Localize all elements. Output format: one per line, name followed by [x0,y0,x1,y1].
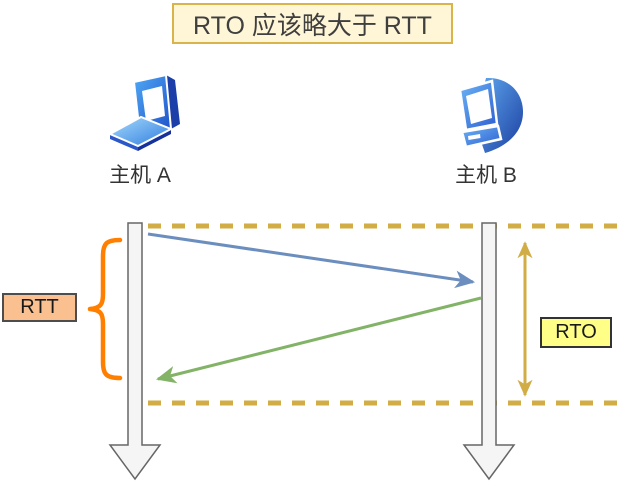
diagram-title: RTO 应该略大于 RTT [172,3,453,44]
laptop-base-edge-left [110,134,138,151]
desktop-base-slot [468,134,481,140]
desktop-screen [466,89,492,124]
laptop-base [108,115,174,148]
rtt-brace [87,237,123,381]
ack-arrow-b-to-a [155,296,482,384]
desktop-icon [458,77,523,153]
rto-label: RTO [540,317,612,348]
laptop-screen [142,86,165,121]
segment-arrow-a-to-b [147,232,476,289]
host-b-label: 主机 B [455,164,517,187]
laptop-screen-edge [166,75,180,129]
rtt-label: RTT [2,293,77,322]
timeline-host-a [108,222,162,481]
desktop-base [460,124,503,149]
timeline-host-b [462,222,516,481]
laptop-base-edge-right [138,129,171,151]
laptop-icon [108,74,180,151]
host-a-label: 主机 A [109,164,171,187]
